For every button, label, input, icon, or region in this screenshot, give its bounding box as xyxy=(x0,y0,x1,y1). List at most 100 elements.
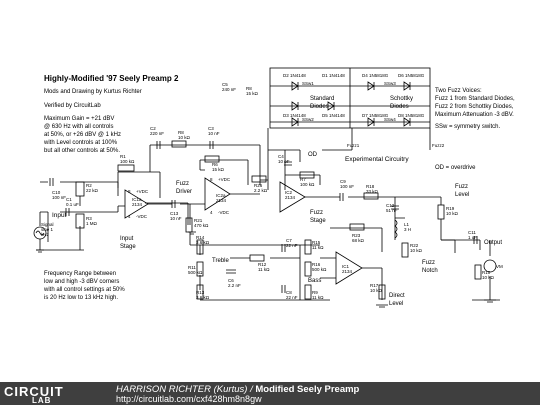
component-value: 470 kΩ xyxy=(194,223,209,228)
resistor-r8 xyxy=(171,140,187,148)
component-value: 10 nF xyxy=(170,216,182,221)
diode-d5-label: D5 1N4148 xyxy=(322,113,345,118)
capacitor-c4 xyxy=(284,161,292,166)
wire xyxy=(117,172,189,225)
component-value: 22 nF xyxy=(286,243,298,248)
component-value: 500 kΩ xyxy=(188,270,203,275)
component-value: 10 kΩ xyxy=(410,248,422,253)
component-ref: R3 xyxy=(86,216,92,221)
vm-label: VM xyxy=(496,264,503,269)
resistor-r1 xyxy=(117,164,135,172)
resistor-r14 xyxy=(196,239,204,255)
component-value: 2134 xyxy=(132,202,143,207)
component-ref: R21 xyxy=(194,218,203,223)
schematic-title: Highly-Modified '97 Seely Preamp 2 xyxy=(44,74,179,83)
component-ref: C8 xyxy=(286,290,292,295)
ic1a-pin4: 4 xyxy=(128,214,131,219)
component-ref: C7 xyxy=(286,238,292,243)
component-ref: C13 xyxy=(170,211,179,216)
component-ref: IC2a xyxy=(216,193,226,198)
diode-d4-label: D4 1N5818G xyxy=(362,73,389,78)
component-value: 1 uF xyxy=(468,235,478,240)
opamp-ic1b xyxy=(335,251,363,285)
fuzz-note-2: Fuzz 1 from Standard Diodes, xyxy=(435,96,515,102)
resistor-r11 xyxy=(196,261,204,277)
resistor-r10 xyxy=(474,264,482,280)
bass-label: Bass xyxy=(308,278,322,284)
circuit-name: Modified Seely Preamp xyxy=(255,384,360,395)
input-stage-label: Input Stage xyxy=(120,236,136,250)
component-value: 11 kΩ xyxy=(312,295,324,300)
fuzz-driver-label: Fuzz Driver xyxy=(176,181,192,195)
component-ref: C4 xyxy=(278,154,284,159)
component-value: 3.6 kΩ xyxy=(196,295,210,300)
diode-d7-label: D7 1N5818G xyxy=(362,113,389,118)
component-value: 0.1 uF xyxy=(66,202,79,207)
component-ref: R19 xyxy=(446,206,455,211)
component-value: 240 nF xyxy=(222,87,237,92)
opamp-ic2a xyxy=(204,177,231,211)
diode-d4 xyxy=(367,81,375,91)
component-ref: R8 xyxy=(178,130,184,135)
component-value: 100 kΩ xyxy=(120,159,135,164)
verified-note: Verified by CircuitLab xyxy=(44,103,101,109)
direct-level-label: Direct Level xyxy=(389,293,405,307)
component-ref: R2 xyxy=(86,183,92,188)
component-value: 10 nF xyxy=(208,131,220,136)
component-value: 1 MΩ xyxy=(86,221,97,226)
component-ref: IC2 xyxy=(285,190,293,195)
resistor-r17 xyxy=(378,284,386,300)
capacitor-c13 xyxy=(171,200,176,208)
component-ref: L1 xyxy=(404,222,410,227)
fuzz-note-1: Two Fuzz Voices: xyxy=(435,88,482,94)
ssw3-label: SSw3 xyxy=(384,81,396,86)
component-ref: C5 xyxy=(222,82,228,87)
circuit-url[interactable]: http://circuitlab.com/cxf428hm8n8gw xyxy=(116,394,262,404)
component-value: 100 nF xyxy=(340,184,355,189)
ground-icon xyxy=(188,231,196,235)
ground-icon xyxy=(376,304,388,308)
component-ref: R10 xyxy=(482,270,491,275)
wire xyxy=(270,68,430,128)
component-ref: R14 xyxy=(196,235,205,240)
output-label: Output xyxy=(484,240,503,246)
component-ref: R7 xyxy=(300,177,306,182)
standard-diodes-label: Standard Diodes xyxy=(310,96,335,110)
capacitor-c9 xyxy=(339,193,344,201)
signal-source-label: Signal sine 1 kHz xyxy=(41,222,54,237)
gain-note-5: but all other controls at 50%. xyxy=(44,148,121,154)
gain-note-1: Maximum Gain = +21 dBV xyxy=(44,116,115,122)
component-ref: R16 xyxy=(312,262,321,267)
capacitor-c10 xyxy=(49,178,54,186)
component-ref: R12 xyxy=(258,262,267,267)
od-note: OD = overdrive xyxy=(435,165,476,171)
fuzz-level-label: Fuzz Level xyxy=(455,184,470,198)
capacitor-c6 xyxy=(226,269,236,274)
component-value: 11 kΩ xyxy=(258,267,270,272)
schematic-sheet: Highly-Modified '97 Seely Preamp 2 Mods … xyxy=(33,67,515,308)
freq-note-2: low and high -3 dBV corners xyxy=(44,279,120,285)
diode-d8-label: D8 1N5818G xyxy=(398,113,425,118)
resistor-r18 xyxy=(363,192,379,200)
ic2a-pin4: 4 xyxy=(210,210,213,215)
